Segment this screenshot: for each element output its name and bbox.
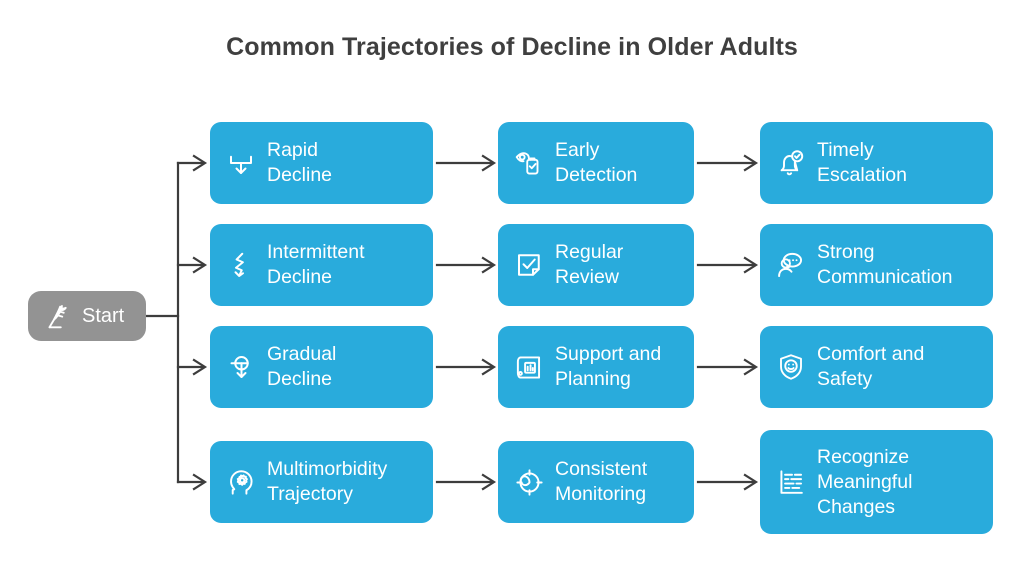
checkered-flag-icon <box>39 298 75 334</box>
zigzag-down-arrow-icon <box>224 248 258 282</box>
node-outcome-1-label: Timely Escalation <box>817 139 907 186</box>
node-outcome-4-label: Recognize Meaningful Changes <box>817 445 913 518</box>
node-action-3[interactable]: Support and Planning <box>498 326 694 408</box>
arrowhead-r1-c3 <box>743 154 759 172</box>
node-trajectory-2-label: Intermittent Decline <box>267 241 365 288</box>
node-outcome-3[interactable]: Comfort and Safety <box>760 326 993 408</box>
node-outcome-1[interactable]: Timely Escalation <box>760 122 993 204</box>
node-outcome-3-label: Comfort and Safety <box>817 343 925 390</box>
arrowhead-r4-c2 <box>481 473 497 491</box>
node-outcome-2-label: Strong Communication <box>817 241 953 288</box>
arrowhead-row3-branch <box>192 358 208 376</box>
node-trajectory-3-label: Gradual Decline <box>267 343 337 390</box>
start-node[interactable]: Start <box>28 291 146 341</box>
radar-target-icon <box>512 465 546 499</box>
bar-chart-lines-icon <box>774 465 808 499</box>
node-trajectory-3[interactable]: Gradual Decline <box>210 326 433 408</box>
loop-down-arrow-icon <box>224 350 258 384</box>
node-action-1-label: Early Detection <box>555 139 638 186</box>
eye-clipboard-icon <box>512 146 546 180</box>
node-trajectory-2[interactable]: Intermittent Decline <box>210 224 433 306</box>
arrow-down-into-bracket-icon <box>224 146 258 180</box>
shield-smile-icon <box>774 350 808 384</box>
arrowhead-r3-c3 <box>743 358 759 376</box>
node-action-2-label: Regular Review <box>555 241 624 288</box>
node-trajectory-1-label: Rapid Decline <box>267 139 333 186</box>
node-action-2[interactable]: Regular Review <box>498 224 694 306</box>
node-outcome-2[interactable]: Strong Communication <box>760 224 993 306</box>
node-action-3-label: Support and Planning <box>555 343 662 390</box>
arrowhead-r2-c3 <box>743 256 759 274</box>
node-outcome-4[interactable]: Recognize Meaningful Changes <box>760 430 993 534</box>
arrowhead-r3-c2 <box>481 358 497 376</box>
person-speech-bubble-icon <box>774 248 808 282</box>
arrowhead-r2-c2 <box>481 256 497 274</box>
node-trajectory-4[interactable]: Multimorbidity Trajectory <box>210 441 433 523</box>
node-action-4[interactable]: Consistent Monitoring <box>498 441 694 523</box>
node-action-1[interactable]: Early Detection <box>498 122 694 204</box>
start-node-label: Start <box>82 304 125 327</box>
arrowhead-r1-c2 <box>481 154 497 172</box>
arrowhead-r4-c3 <box>743 473 759 491</box>
head-gear-icon <box>224 465 258 499</box>
arrowhead-row4-branch <box>192 473 208 491</box>
arrowhead-row2-branch <box>192 256 208 274</box>
page-title: Common Trajectories of Decline in Older … <box>226 33 798 61</box>
node-trajectory-4-label: Multimorbidity Trajectory <box>267 458 388 505</box>
note-check-icon <box>512 248 546 282</box>
blueprint-plan-icon <box>512 350 546 384</box>
arrowhead-row1-branch <box>192 154 208 172</box>
node-action-4-label: Consistent Monitoring <box>555 458 648 505</box>
node-trajectory-1[interactable]: Rapid Decline <box>210 122 433 204</box>
bell-check-icon <box>774 146 808 180</box>
